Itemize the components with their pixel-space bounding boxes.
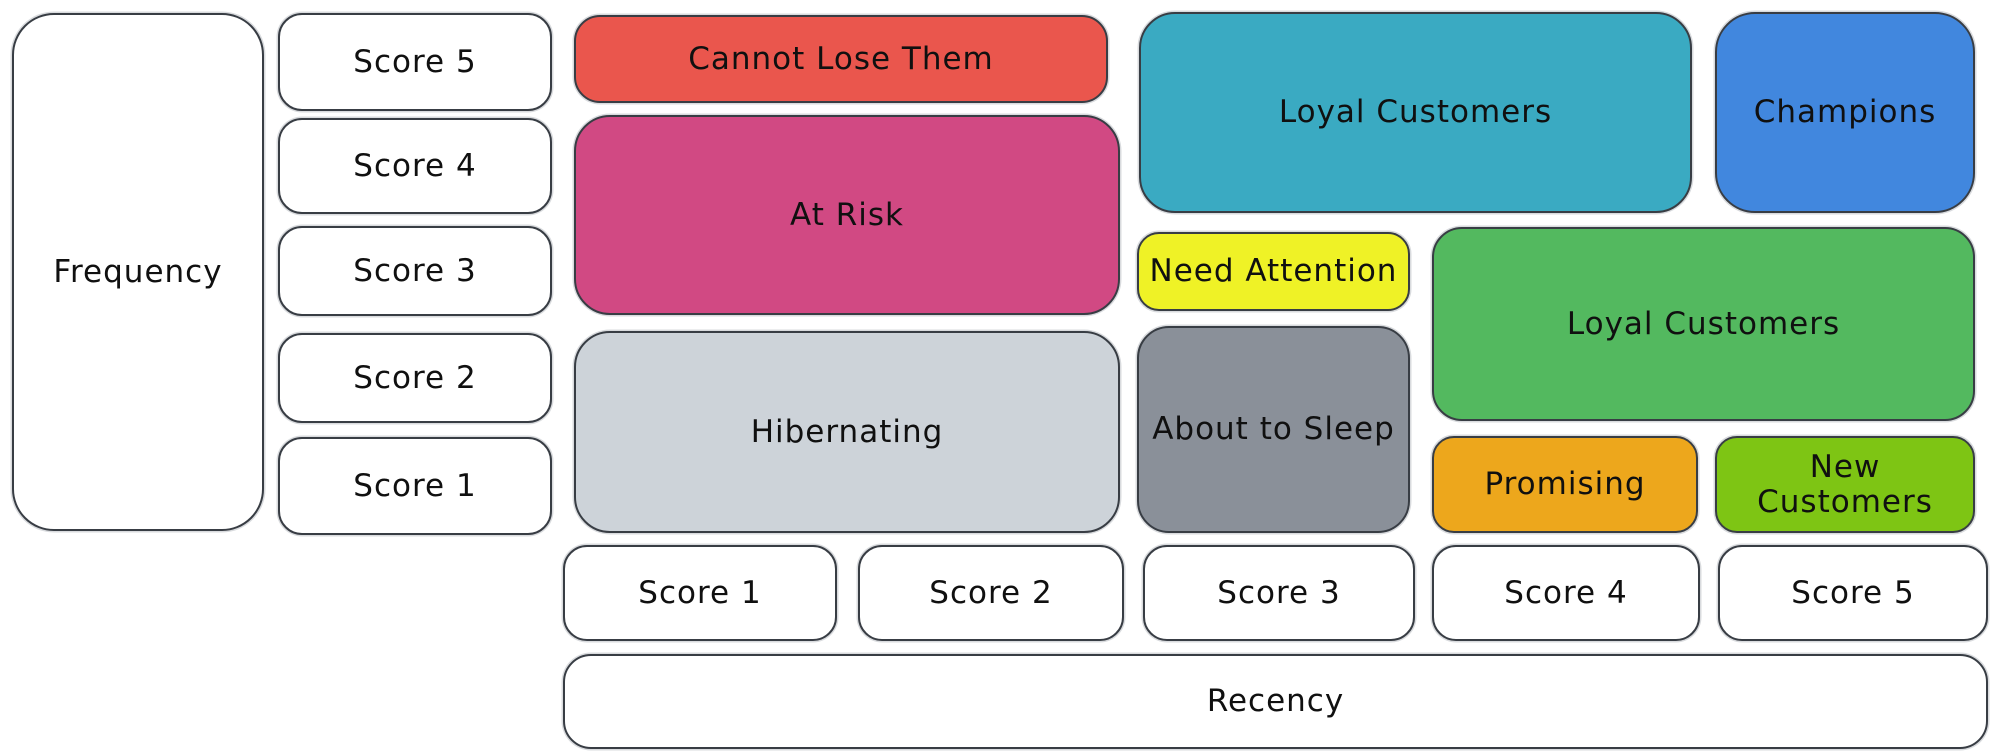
segment-champions: Champions [1715, 12, 1975, 213]
frequency-score-2: Score 2 [278, 333, 552, 423]
segment-about-to-sleep: About to Sleep [1137, 326, 1410, 533]
frequency-score-5: Score 5 [278, 13, 552, 111]
segment-new-customers: New Customers [1715, 436, 1975, 533]
segment-loyal-customers-teal: Loyal Customers [1139, 12, 1692, 213]
segment-cannot-lose-them: Cannot Lose Them [574, 15, 1108, 103]
recency-score-5: Score 5 [1718, 545, 1988, 641]
recency-score-2: Score 2 [858, 545, 1124, 641]
recency-score-4: Score 4 [1432, 545, 1700, 641]
frequency-axis-label: Frequency [12, 13, 264, 531]
segment-need-attention: Need Attention [1137, 232, 1410, 311]
frequency-score-1: Score 1 [278, 437, 552, 535]
segment-loyal-customers-green: Loyal Customers [1432, 227, 1975, 421]
recency-score-3: Score 3 [1143, 545, 1415, 641]
recency-score-1: Score 1 [563, 545, 837, 641]
segment-promising: Promising [1432, 436, 1698, 533]
segment-hibernating: Hibernating [574, 331, 1120, 533]
frequency-score-3: Score 3 [278, 226, 552, 316]
frequency-score-4: Score 4 [278, 118, 552, 214]
segment-at-risk: At Risk [574, 115, 1120, 315]
recency-axis-label: Recency [563, 654, 1988, 749]
